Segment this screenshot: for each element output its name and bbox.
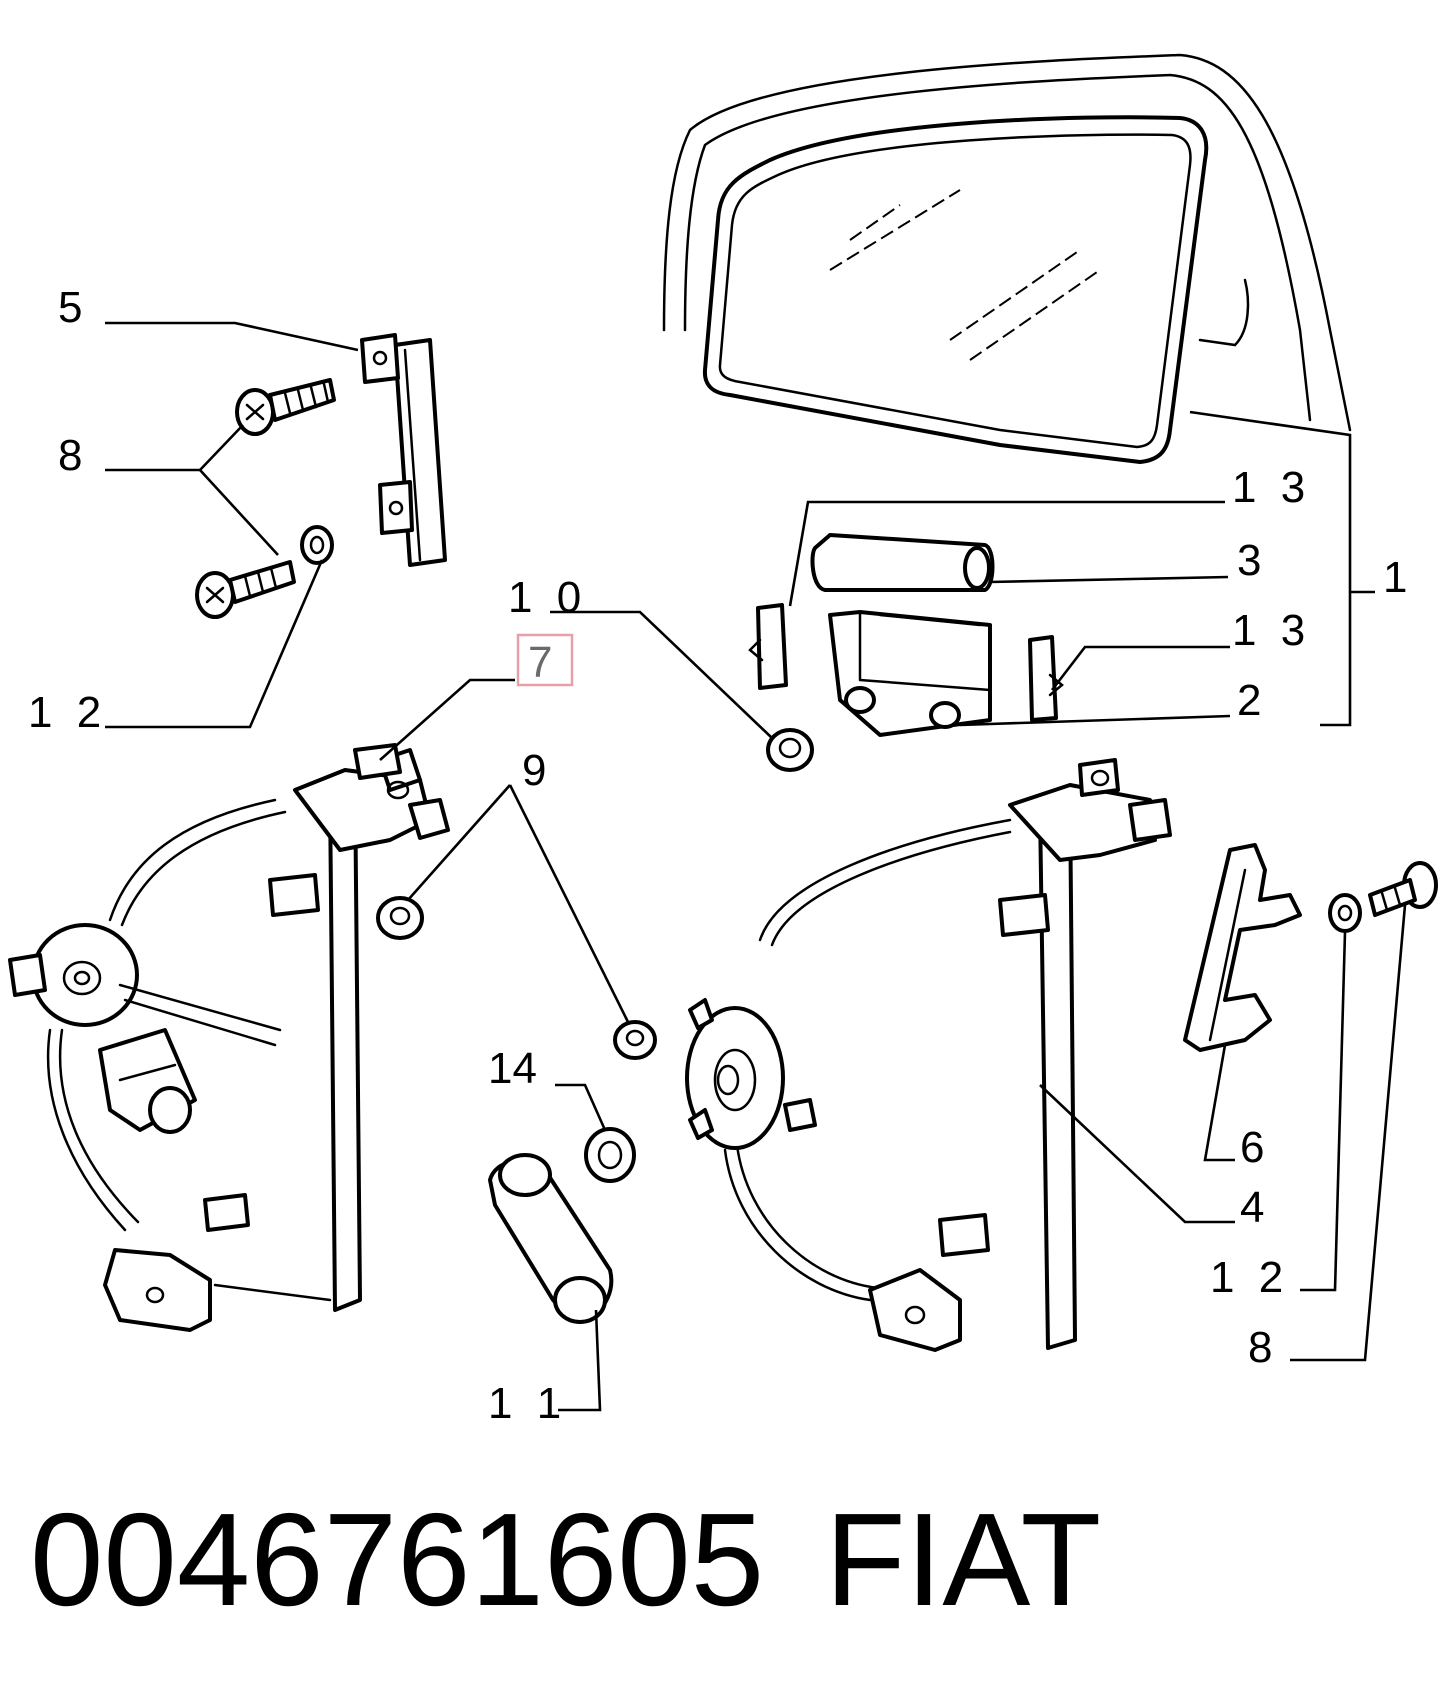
- nut-9-upper: [376, 896, 424, 940]
- highlight-box: [516, 633, 574, 687]
- electric-regulator-left: [8, 743, 450, 1332]
- washer-right: [1328, 893, 1362, 933]
- screw-top: [235, 378, 336, 436]
- callout-11: 1 1: [488, 1379, 567, 1428]
- part-number: 0046761605: [30, 1486, 764, 1633]
- callout-1: 1: [1383, 553, 1413, 602]
- leader-lines: [105, 321, 1407, 1412]
- callout-2: 2: [1237, 676, 1267, 725]
- glass-channel-upper: [810, 533, 995, 592]
- washer-left: [300, 525, 334, 565]
- screw-bottom: [195, 560, 296, 619]
- door-glass: [702, 115, 1209, 464]
- callout-5: 5: [58, 283, 88, 332]
- callout-12-right: 1 2: [1210, 1253, 1289, 1302]
- nut-9-lower: [613, 1020, 657, 1060]
- brand-name: FIAT: [825, 1486, 1101, 1633]
- clip-left: [748, 603, 788, 690]
- callout-4: 4: [1240, 1183, 1270, 1232]
- callout-8-left: 8: [58, 431, 88, 480]
- callout-10: 1 0: [508, 573, 587, 622]
- glass-channel-lower: [828, 610, 992, 737]
- door-frame: [662, 53, 1352, 432]
- window-crank-handle: [488, 1153, 614, 1324]
- nut-10: [766, 728, 814, 772]
- screw-right: [1368, 861, 1438, 917]
- callout-8-right: 8: [1248, 1323, 1278, 1372]
- callout-9: 9: [522, 746, 552, 795]
- manual-regulator-right: [685, 758, 1172, 1352]
- callout-14: 14: [488, 1044, 537, 1093]
- callout-7: 7: [528, 638, 558, 687]
- clip-right: [1028, 635, 1064, 722]
- callout-6: 6: [1240, 1123, 1270, 1172]
- callout-12-left: 1 2: [28, 688, 107, 737]
- callout-13-top: 1 3: [1232, 463, 1311, 512]
- gasket-14: [584, 1127, 636, 1183]
- callout-13-mid: 1 3: [1232, 606, 1311, 655]
- callout-3: 3: [1237, 536, 1267, 585]
- bracket-6: [1183, 843, 1302, 1052]
- guide-rail: [360, 333, 447, 567]
